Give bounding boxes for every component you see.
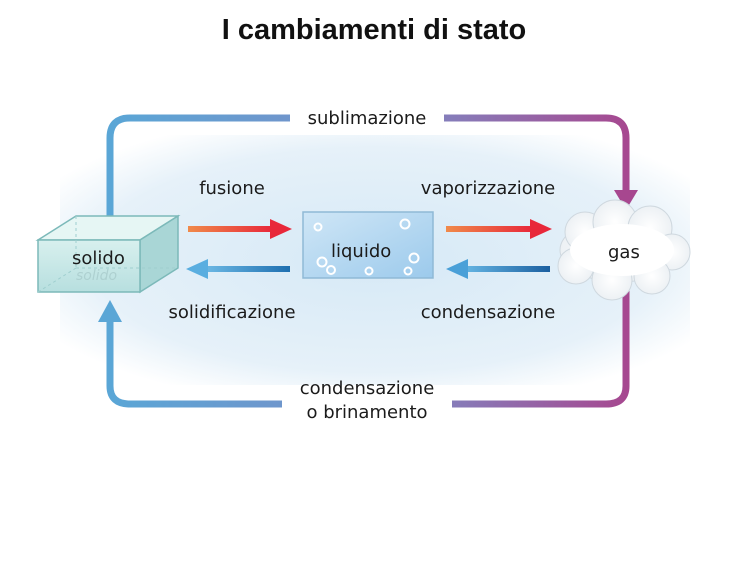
deposition-label-line2: o brinamento [306, 402, 427, 423]
solid-block [35, 214, 181, 294]
liquid-box [302, 211, 434, 279]
liquid-label: liquido [331, 241, 391, 262]
vaporization-arrow [446, 219, 552, 239]
deposition-arrow [106, 290, 630, 408]
solid-reflection-label: solido [76, 268, 117, 284]
vaporization-label: vaporizzazione [421, 178, 555, 199]
deposition-label-line1: condensazione [300, 378, 435, 399]
gas-label: gas [608, 242, 640, 263]
sublimation-arrow [106, 114, 630, 235]
solidification-arrow [186, 259, 290, 279]
sublimation-label: sublimazione [308, 108, 427, 129]
sublimation-arrowhead [614, 190, 638, 210]
condensation-label: condensazione [421, 302, 556, 323]
solidification-label: solidificazione [168, 302, 295, 323]
solid-label: solido [72, 248, 125, 269]
condensation-arrow [446, 259, 550, 279]
gas-cloud-core [570, 224, 674, 276]
fusion-label: fusione [199, 178, 265, 199]
page-title: I cambiamenti di stato [221, 14, 527, 46]
deposition-arrowhead [98, 300, 122, 322]
fusion-arrow [188, 219, 292, 239]
